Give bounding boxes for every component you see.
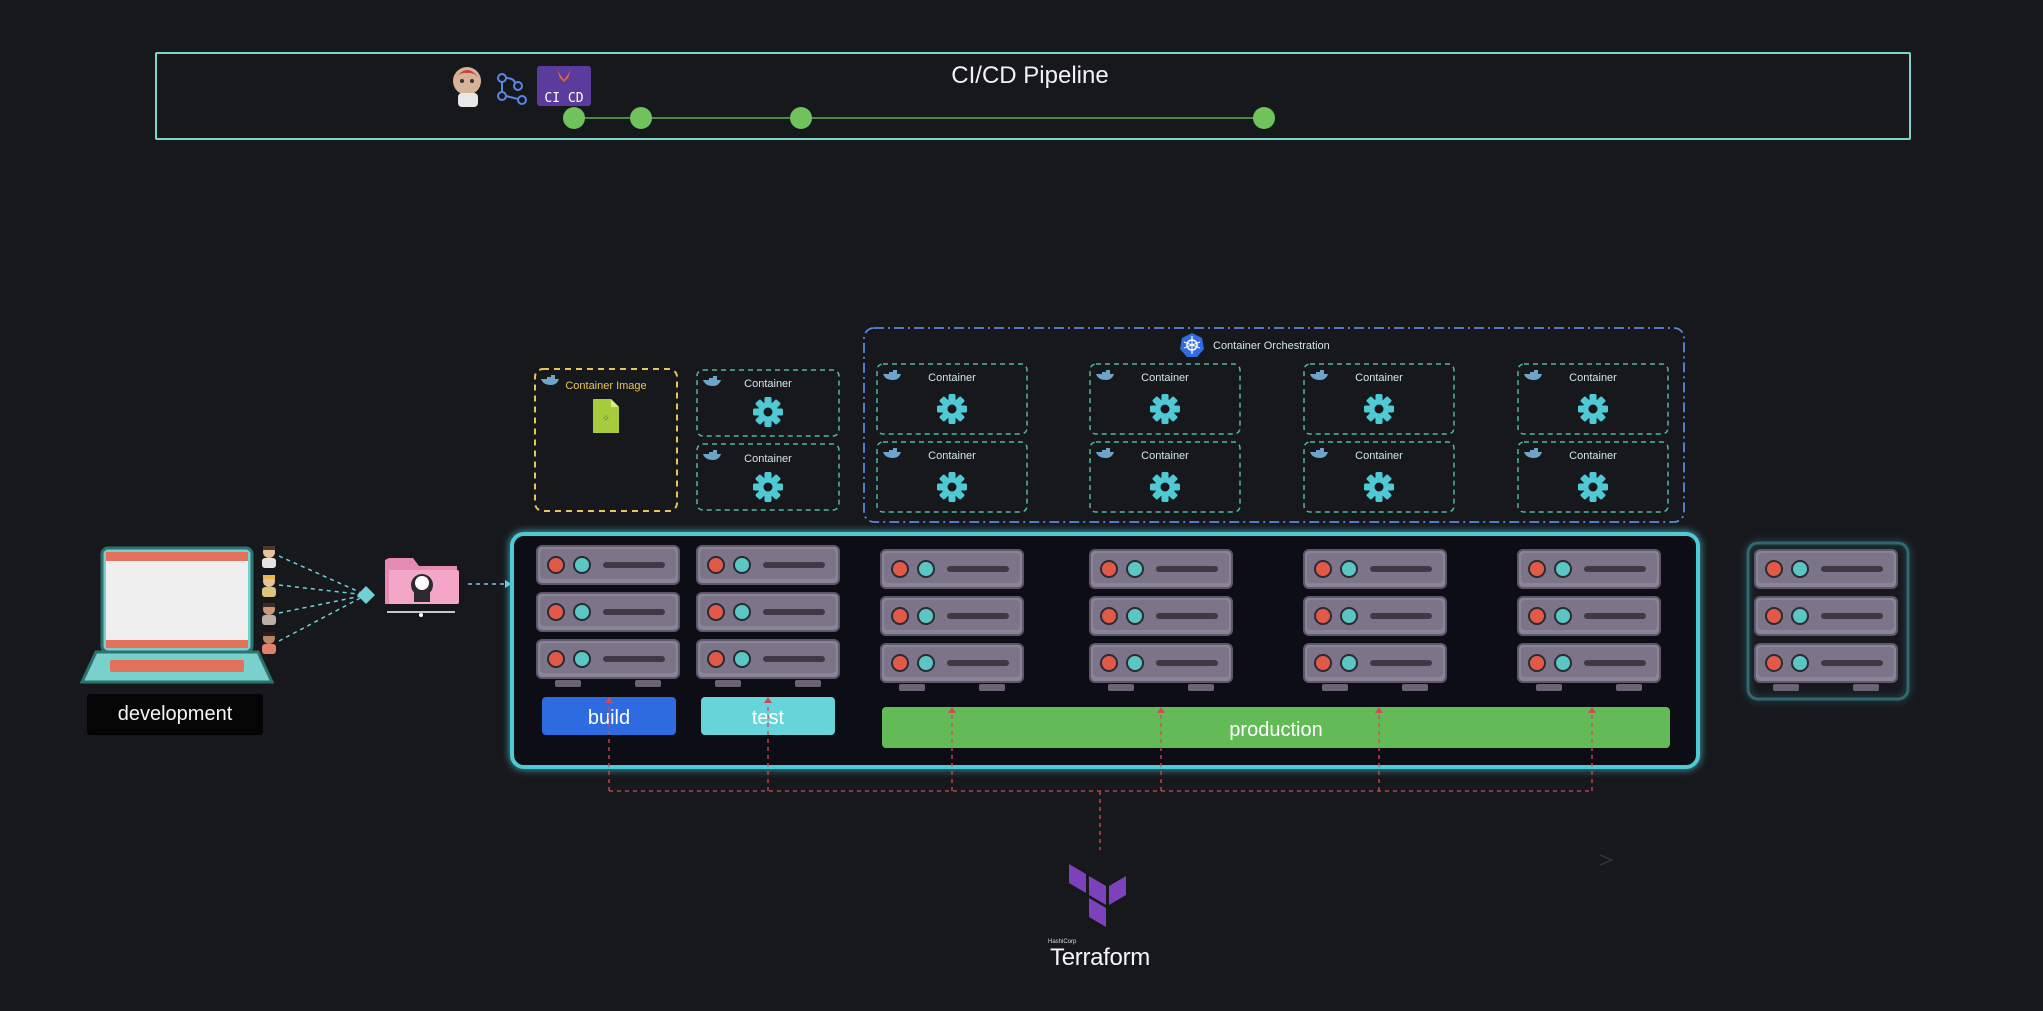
- pipeline-stage-node: [1253, 107, 1275, 129]
- developer-avatar-icon: [262, 603, 276, 625]
- production-label: production: [1229, 719, 1322, 741]
- test-server-stack: [697, 546, 839, 687]
- container-label: Container: [1569, 450, 1617, 462]
- pipeline-stage-node: [563, 107, 585, 129]
- container-label: Container: [1355, 372, 1403, 384]
- docker-icon: [1096, 370, 1114, 380]
- container-label: Container: [928, 450, 976, 462]
- docker-icon: [883, 448, 901, 458]
- container-image-label: Container Image: [565, 380, 646, 392]
- terraform-logo-icon: [1069, 864, 1126, 927]
- developer-avatar-icon: [262, 546, 276, 568]
- gear-icon: [1578, 394, 1608, 424]
- container-orchestration-box: [863, 327, 1685, 523]
- github-folder-icon: [385, 558, 459, 617]
- terraform-arrow: [605, 697, 613, 703]
- terraform-arrow: [1588, 707, 1596, 713]
- production-server-stack: [881, 550, 1023, 691]
- cursor-mark: [1599, 854, 1614, 866]
- cicd-pipeline-frame: [155, 52, 1911, 140]
- standby-server-stack: [1755, 550, 1897, 691]
- developer-avatars: [262, 546, 276, 654]
- docker-icon: [1524, 448, 1542, 458]
- docker-icon: [883, 370, 901, 380]
- gear-icon: [1150, 394, 1180, 424]
- development-label: development: [87, 694, 263, 735]
- gear-icon: [753, 472, 783, 502]
- container-label: Container: [1141, 372, 1189, 384]
- container-label: Container: [1141, 450, 1189, 462]
- gear-icon: [753, 397, 783, 427]
- standby-stack-glow: [1746, 541, 1910, 701]
- container-label: Container: [928, 372, 976, 384]
- container-box: [1303, 441, 1455, 513]
- connector-node: [357, 586, 375, 604]
- terraform-brand: HashiCorp: [1048, 939, 1077, 945]
- developer-avatar-icon: [262, 575, 276, 597]
- terraform-arrow: [1375, 707, 1383, 713]
- gear-icon: [1578, 472, 1608, 502]
- container-box: [1517, 441, 1669, 513]
- pipeline-title: CI/CD Pipeline: [951, 62, 1109, 89]
- production-server-stack: [1304, 550, 1446, 691]
- docker-icon: [541, 375, 559, 385]
- gear-icon: [1364, 472, 1394, 502]
- container-label: Container: [744, 453, 792, 465]
- pipeline-stage-node: [790, 107, 812, 129]
- terraform-arrow: [764, 697, 772, 703]
- container-image-box: [534, 368, 678, 512]
- container-box: [1303, 363, 1455, 435]
- container-label: Container: [1569, 372, 1617, 384]
- container-label: Container: [744, 378, 792, 390]
- terraform-arrow: [1157, 707, 1165, 713]
- kubernetes-icon: [1180, 333, 1204, 357]
- docker-icon: [703, 450, 721, 460]
- container-box: [876, 441, 1028, 513]
- container-box: [1517, 363, 1669, 435]
- production-env: [882, 707, 1670, 748]
- container-box: [1089, 363, 1241, 435]
- jenkins-icon: [453, 67, 481, 107]
- terraform-provision-lines: [605, 697, 1596, 850]
- container-box: [876, 363, 1028, 435]
- gear-icon: [937, 394, 967, 424]
- docker-icon: [1524, 370, 1542, 380]
- container-box: [696, 443, 840, 511]
- gear-icon: [937, 472, 967, 502]
- gear-icon: [1150, 472, 1180, 502]
- production-server-stack: [1518, 550, 1660, 691]
- docker-icon: [703, 376, 721, 386]
- developer-avatar-icon: [262, 632, 276, 654]
- docker-icon: [1310, 448, 1328, 458]
- developer-connectors: [278, 555, 367, 642]
- svg-text:CI CD: CI CD: [544, 91, 583, 106]
- gear-icon: [1364, 394, 1394, 424]
- docker-icon: [1096, 448, 1114, 458]
- docker-icon: [1310, 370, 1328, 380]
- container-label: Container: [1355, 450, 1403, 462]
- orchestration-label: Container Orchestration: [1213, 340, 1330, 352]
- laptop-icon: [79, 546, 275, 684]
- container-box: [696, 369, 840, 437]
- svg-text:⁘: ⁘: [602, 413, 610, 423]
- build-server-stack: [537, 546, 679, 687]
- production-server-stack: [1090, 550, 1232, 691]
- terraform-label: Terraform: [1050, 944, 1150, 971]
- gitlab-ci-icon: CI CD: [537, 66, 591, 106]
- pipeline-stage-node: [630, 107, 652, 129]
- terraform-arrow: [948, 707, 956, 713]
- image-file-icon: ⁘: [593, 399, 619, 433]
- container-box: [1089, 441, 1241, 513]
- github-actions-icon: [497, 73, 527, 105]
